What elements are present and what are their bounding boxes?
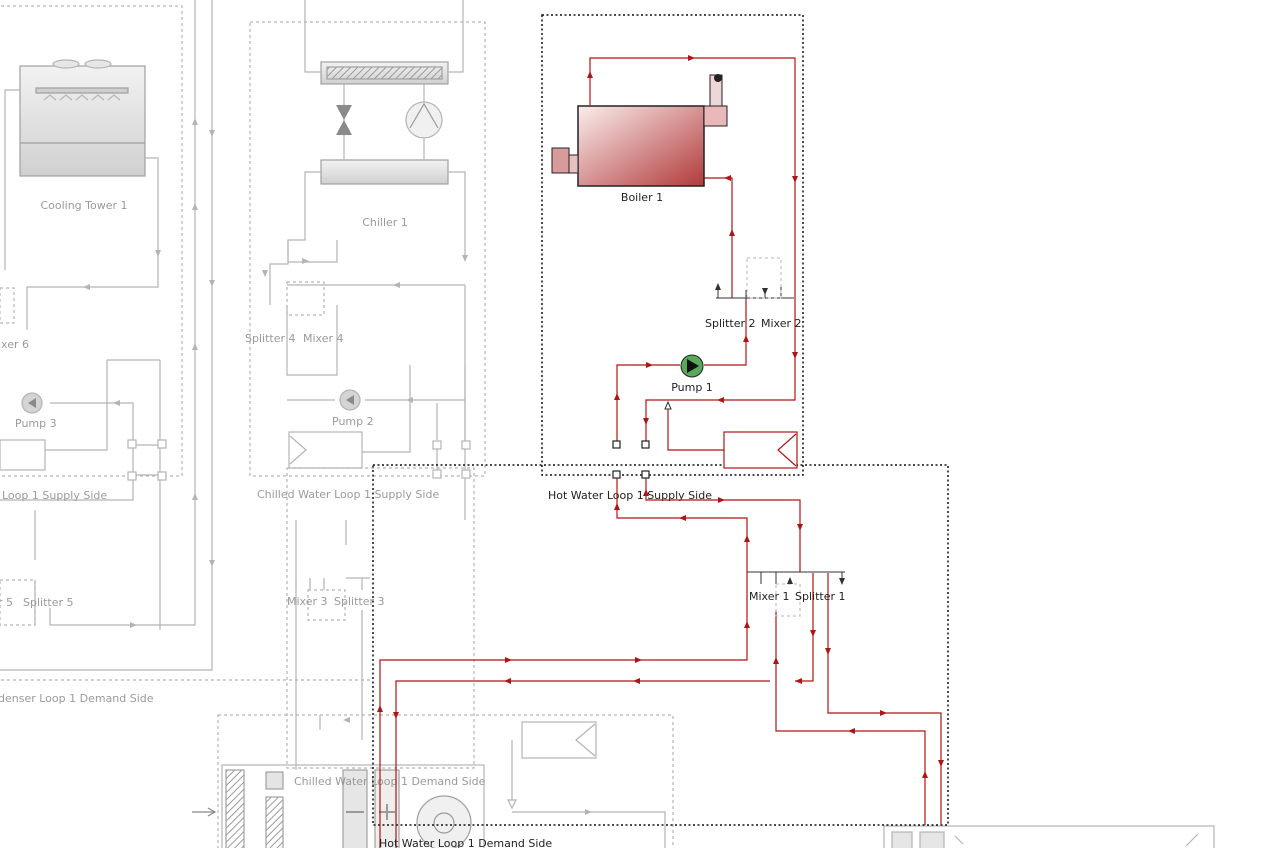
hw-connection-nodes [612, 440, 650, 479]
chiller-icon[interactable] [320, 61, 449, 185]
inactive-labels: Cooling Tower 1 Chiller 1 Splitter 4 Mix… [0, 199, 486, 788]
boiler-icon[interactable] [551, 74, 728, 187]
splitter1-label: Splitter 1 [795, 590, 846, 603]
boiler-label: Boiler 1 [621, 191, 663, 204]
chw-mid-border [286, 467, 475, 769]
condenser-supply-loop-border [0, 5, 183, 477]
hw-demand-pipes [379, 478, 942, 848]
mixer5-label: r 5 [0, 596, 13, 609]
hw-demand-label: Hot Water Loop 1 Demand Side [379, 837, 552, 848]
splitter3-label: Splitter 3 [334, 595, 385, 608]
hw-supply-arrows [587, 55, 798, 425]
cooling-tower-icon[interactable] [19, 59, 146, 177]
hw-supply-label: Hot Water Loop 1 Supply Side [548, 489, 712, 502]
pump2-label: Pump 2 [332, 415, 374, 428]
coil-icon[interactable] [225, 769, 245, 848]
hw-demand-arrows [377, 489, 944, 778]
pump-icon[interactable] [680, 354, 704, 378]
mixer2-label: Mixer 2 [761, 317, 802, 330]
chw-demand-label: Chilled Water Loop 1 Demand Side [294, 775, 486, 788]
fan-icon[interactable] [416, 795, 472, 848]
hw-supply-black-lines [716, 257, 794, 299]
condenser-supply-label: Loop 1 Supply Side [2, 489, 107, 502]
inactive-flow-arrows [83, 0, 592, 815]
mixer4-label: Mixer 4 [303, 332, 344, 345]
chiller-label: Chiller 1 [362, 216, 408, 229]
condenser-demand-label: denser Loop 1 Demand Side [0, 692, 154, 705]
chilled-water-loop-group [192, 0, 1215, 848]
splitter5-label: Splitter 5 [23, 596, 74, 609]
chw-supply-label: Chilled Water Loop 1 Supply Side [257, 488, 439, 501]
splitter4-label: Splitter 4 [245, 332, 296, 345]
mixer3-label: Mixer 3 [287, 595, 328, 608]
chw-demand-loop-border [217, 714, 674, 848]
cooling-tower-label: Cooling Tower 1 [40, 199, 127, 212]
splitter2-label: Splitter 2 [705, 317, 756, 330]
condenser-loop-group [0, 0, 370, 681]
mixer6-label: ixer 6 [0, 338, 29, 351]
mixer1-label: Mixer 1 [749, 590, 790, 603]
hw-demand-loop-border[interactable] [372, 464, 949, 826]
heat-exchanger-icon[interactable] [723, 431, 798, 469]
chw-supply-loop-border [249, 21, 486, 477]
hw-supply-loop-border[interactable] [541, 14, 804, 476]
pump1-label: Pump 1 [671, 381, 713, 394]
pump3-label: Pump 3 [15, 417, 57, 430]
